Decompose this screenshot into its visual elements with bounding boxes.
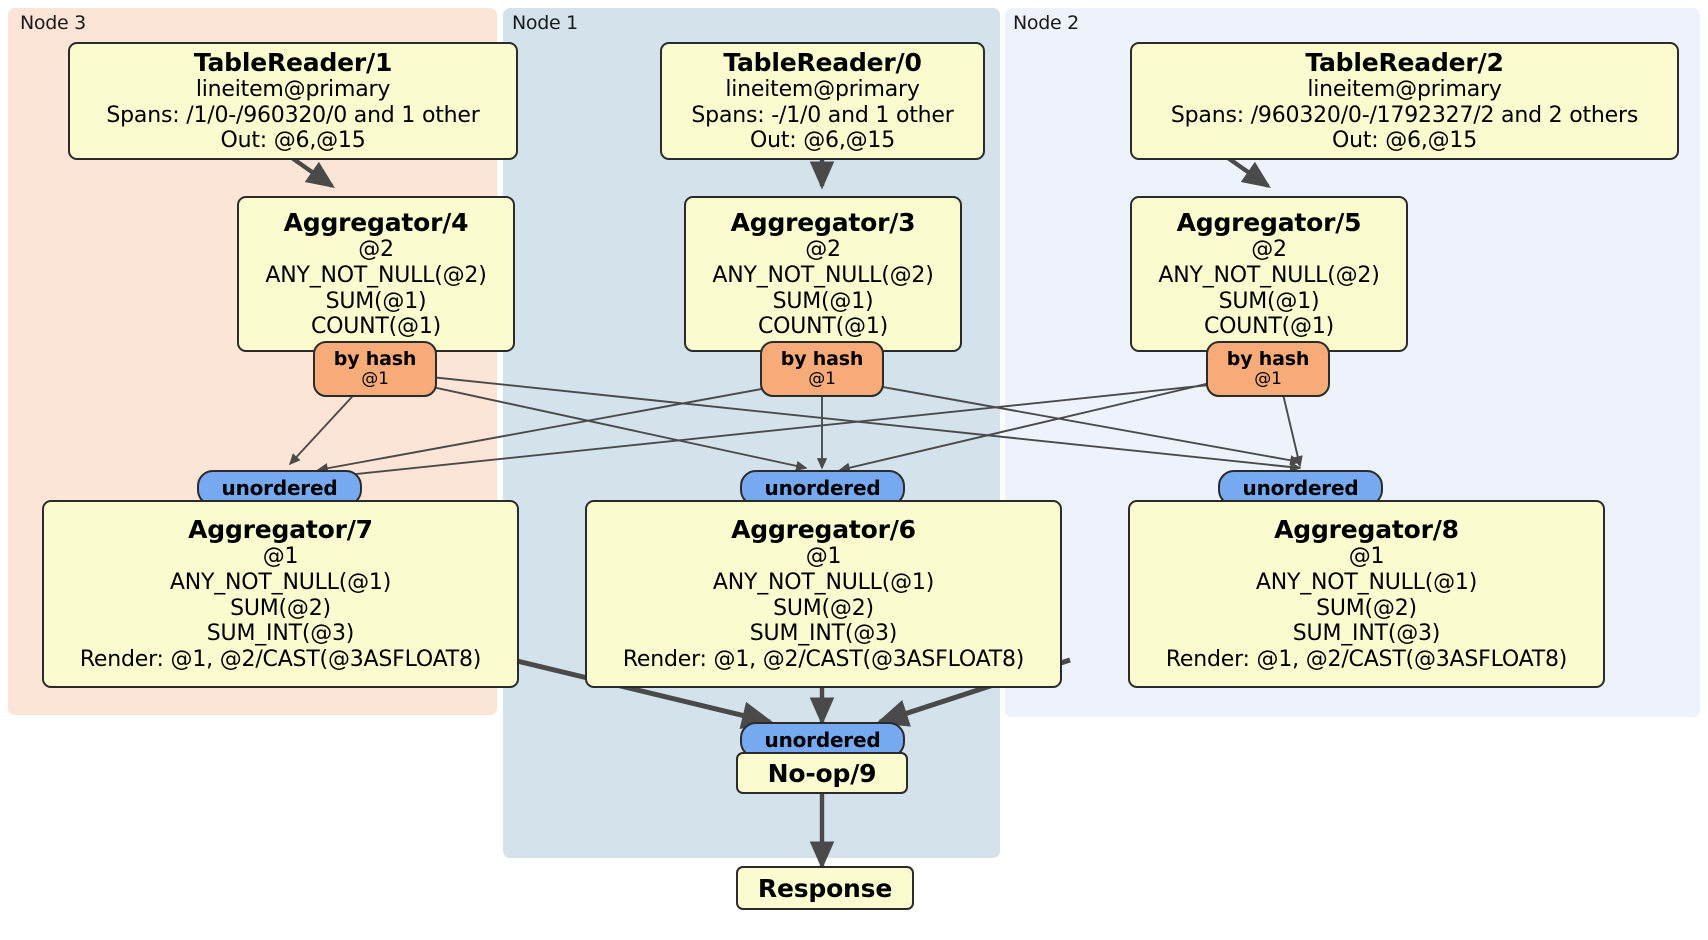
processor-aggregator-7[interactable]: Aggregator/7 @1 ANY_NOT_NULL(@1) SUM(@2)… bbox=[42, 500, 519, 688]
synchronizer-unordered-right[interactable]: unordered bbox=[1218, 470, 1383, 506]
processor-aggregator-3[interactable]: Aggregator/3 @2 ANY_NOT_NULL(@2) SUM(@1)… bbox=[684, 196, 962, 352]
processor-title: Response bbox=[757, 873, 893, 903]
processor-line: Spans: /960320/0-/1792327/2 and 2 others bbox=[1170, 102, 1639, 128]
processor-title: TableReader/1 bbox=[193, 47, 393, 77]
processor-line: COUNT(@1) bbox=[757, 314, 889, 340]
processor-line: lineitem@primary bbox=[195, 76, 391, 102]
processor-line: ANY_NOT_NULL(@2) bbox=[1158, 262, 1380, 288]
processor-line: Out: @6,@15 bbox=[220, 128, 366, 154]
processor-tablereader-0[interactable]: TableReader/0 lineitem@primary Spans: -/… bbox=[660, 42, 985, 160]
processor-line: ANY_NOT_NULL(@2) bbox=[265, 262, 487, 288]
processor-tablereader-1[interactable]: TableReader/1 lineitem@primary Spans: /1… bbox=[68, 42, 518, 160]
processor-title: TableReader/0 bbox=[723, 47, 922, 77]
processor-title: No-op/9 bbox=[767, 758, 877, 788]
synchronizer-label: unordered bbox=[1242, 476, 1359, 500]
router-by-hash-center[interactable]: by hash @1 bbox=[760, 341, 884, 397]
processor-tablereader-2[interactable]: TableReader/2 lineitem@primary Spans: /9… bbox=[1130, 42, 1679, 160]
processor-aggregator-8[interactable]: Aggregator/8 @1 ANY_NOT_NULL(@1) SUM(@2)… bbox=[1128, 500, 1605, 688]
processor-line: ANY_NOT_NULL(@1) bbox=[712, 569, 935, 595]
processor-line: @1 bbox=[1348, 544, 1385, 570]
processor-aggregator-6[interactable]: Aggregator/6 @1 ANY_NOT_NULL(@1) SUM(@2)… bbox=[585, 500, 1062, 688]
region-label-node2: Node 2 bbox=[1013, 12, 1079, 34]
processor-line: SUM(@1) bbox=[772, 288, 874, 314]
router-subtitle: @1 bbox=[361, 369, 389, 390]
processor-title: Aggregator/8 bbox=[1274, 515, 1459, 545]
processor-line: lineitem@primary bbox=[1307, 76, 1502, 102]
processor-aggregator-4[interactable]: Aggregator/4 @2 ANY_NOT_NULL(@2) SUM(@1)… bbox=[237, 196, 515, 352]
synchronizer-label: unordered bbox=[764, 728, 881, 752]
processor-line: ANY_NOT_NULL(@2) bbox=[712, 262, 934, 288]
processor-line: Spans: -/1/0 and 1 other bbox=[691, 102, 954, 128]
processor-line: SUM_INT(@3) bbox=[206, 621, 355, 647]
processor-line: @1 bbox=[262, 544, 299, 570]
processor-line: Render: @1, @2/CAST(@3ASFLOAT8) bbox=[79, 647, 482, 673]
synchronizer-label: unordered bbox=[764, 476, 881, 500]
processor-line: @2 bbox=[358, 237, 394, 263]
router-title: by hash bbox=[1226, 348, 1310, 371]
processor-line: SUM(@1) bbox=[1218, 288, 1320, 314]
processor-line: SUM_INT(@3) bbox=[1292, 621, 1441, 647]
region-label-node1: Node 1 bbox=[512, 12, 578, 34]
router-subtitle: @1 bbox=[1254, 369, 1282, 390]
processor-line: SUM(@2) bbox=[1316, 595, 1417, 621]
synchronizer-label: unordered bbox=[221, 476, 338, 500]
processor-noop-9[interactable]: No-op/9 bbox=[736, 752, 908, 794]
router-subtitle: @1 bbox=[808, 369, 836, 390]
processor-title: Aggregator/7 bbox=[188, 515, 373, 545]
processor-line: Out: @6,@15 bbox=[1331, 128, 1478, 154]
processor-line: lineitem@primary bbox=[725, 76, 920, 102]
processor-aggregator-5[interactable]: Aggregator/5 @2 ANY_NOT_NULL(@2) SUM(@1)… bbox=[1130, 196, 1408, 352]
processor-title: Aggregator/5 bbox=[1176, 208, 1362, 238]
processor-line: SUM(@2) bbox=[230, 595, 331, 621]
processor-line: SUM(@2) bbox=[773, 595, 874, 621]
processor-line: Spans: /1/0-/960320/0 and 1 other bbox=[106, 102, 480, 128]
processor-line: ANY_NOT_NULL(@1) bbox=[1255, 569, 1478, 595]
processor-response[interactable]: Response bbox=[736, 866, 914, 910]
processor-line: SUM(@1) bbox=[325, 288, 427, 314]
processor-title: TableReader/2 bbox=[1305, 47, 1504, 77]
processor-line: Render: @1, @2/CAST(@3ASFLOAT8) bbox=[1165, 647, 1568, 673]
processor-title: Aggregator/6 bbox=[731, 515, 916, 545]
processor-line: COUNT(@1) bbox=[1203, 314, 1335, 340]
processor-line: COUNT(@1) bbox=[310, 314, 442, 340]
processor-line: Out: @6,@15 bbox=[749, 128, 896, 154]
processor-line: ANY_NOT_NULL(@1) bbox=[169, 569, 392, 595]
router-title: by hash bbox=[780, 348, 864, 371]
processor-title: Aggregator/4 bbox=[283, 208, 469, 238]
processor-title: Aggregator/3 bbox=[730, 208, 916, 238]
router-title: by hash bbox=[333, 348, 417, 371]
router-by-hash-right[interactable]: by hash @1 bbox=[1206, 341, 1330, 397]
processor-line: @1 bbox=[805, 544, 842, 570]
processor-line: @2 bbox=[1251, 237, 1287, 263]
router-by-hash-left[interactable]: by hash @1 bbox=[313, 341, 437, 397]
processor-line: SUM_INT(@3) bbox=[749, 621, 898, 647]
processor-line: @2 bbox=[805, 237, 841, 263]
region-label-node3: Node 3 bbox=[20, 12, 86, 34]
processor-line: Render: @1, @2/CAST(@3ASFLOAT8) bbox=[622, 647, 1025, 673]
